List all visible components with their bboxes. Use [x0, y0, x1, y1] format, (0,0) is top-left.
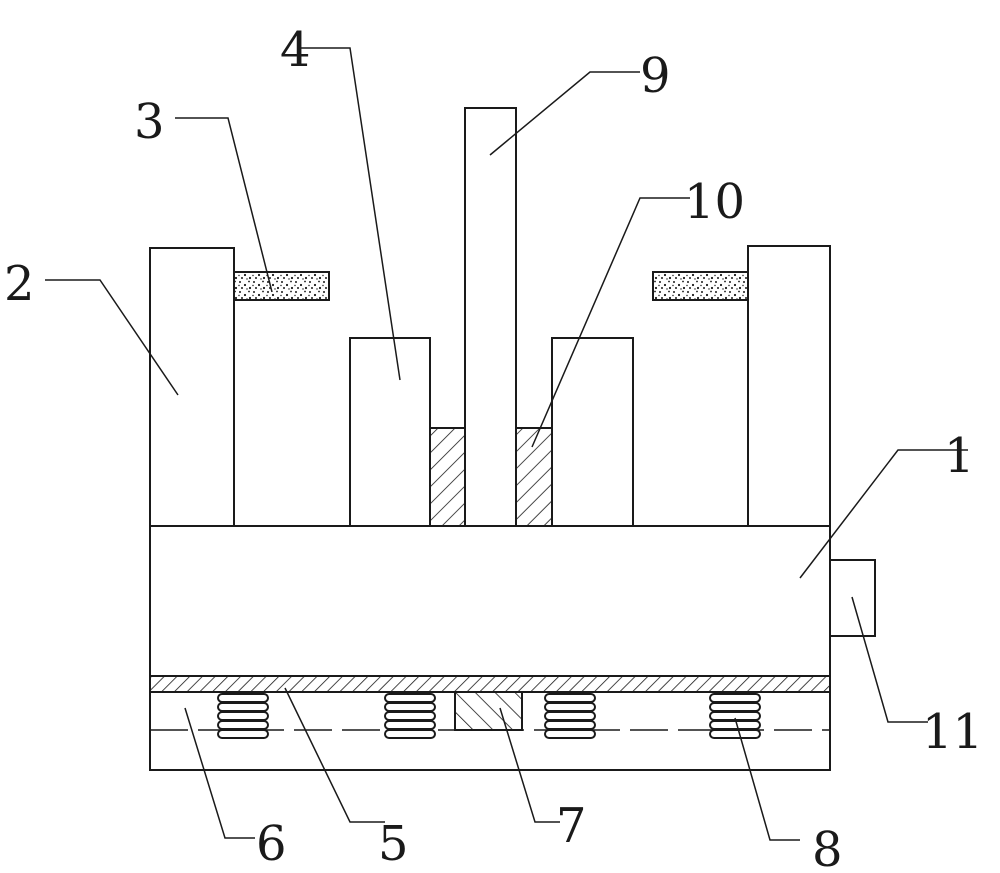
spring-1 — [217, 693, 269, 739]
hatched-sleeve-left — [429, 427, 466, 527]
sponge-pad-left — [233, 271, 330, 301]
leader-3 — [175, 117, 273, 293]
leader-2 — [45, 279, 179, 396]
spring-4 — [709, 693, 761, 739]
leader-6 — [184, 707, 255, 839]
leader-10 — [531, 197, 690, 448]
leader-1 — [799, 449, 968, 579]
leader-9 — [489, 71, 640, 156]
spring-2 — [384, 693, 436, 739]
side-column-right — [747, 245, 831, 527]
leader-11 — [851, 596, 928, 723]
sponge-pad-right — [652, 271, 749, 301]
hatched-plate — [149, 675, 831, 693]
label-9: 9 — [640, 48, 671, 104]
side-column-left — [149, 247, 235, 527]
base-body — [149, 525, 831, 677]
label-6: 6 — [256, 816, 287, 872]
inner-column-left — [349, 337, 431, 527]
label-3: 3 — [134, 94, 165, 150]
center-rod — [464, 107, 517, 527]
label-2: 2 — [4, 256, 35, 312]
label-8: 8 — [812, 822, 843, 873]
label-4: 4 — [280, 22, 311, 78]
label-7: 7 — [556, 798, 587, 854]
leader-4 — [300, 47, 401, 381]
spring-3 — [544, 693, 596, 739]
label-10: 10 — [684, 174, 745, 230]
inner-column-right — [551, 337, 634, 527]
label-11: 11 — [922, 704, 983, 760]
label-1: 1 — [944, 428, 975, 484]
label-5: 5 — [378, 816, 409, 872]
leader-7 — [499, 707, 560, 823]
center-block — [454, 691, 523, 731]
leader-8 — [734, 717, 800, 841]
leader-5 — [284, 687, 385, 823]
